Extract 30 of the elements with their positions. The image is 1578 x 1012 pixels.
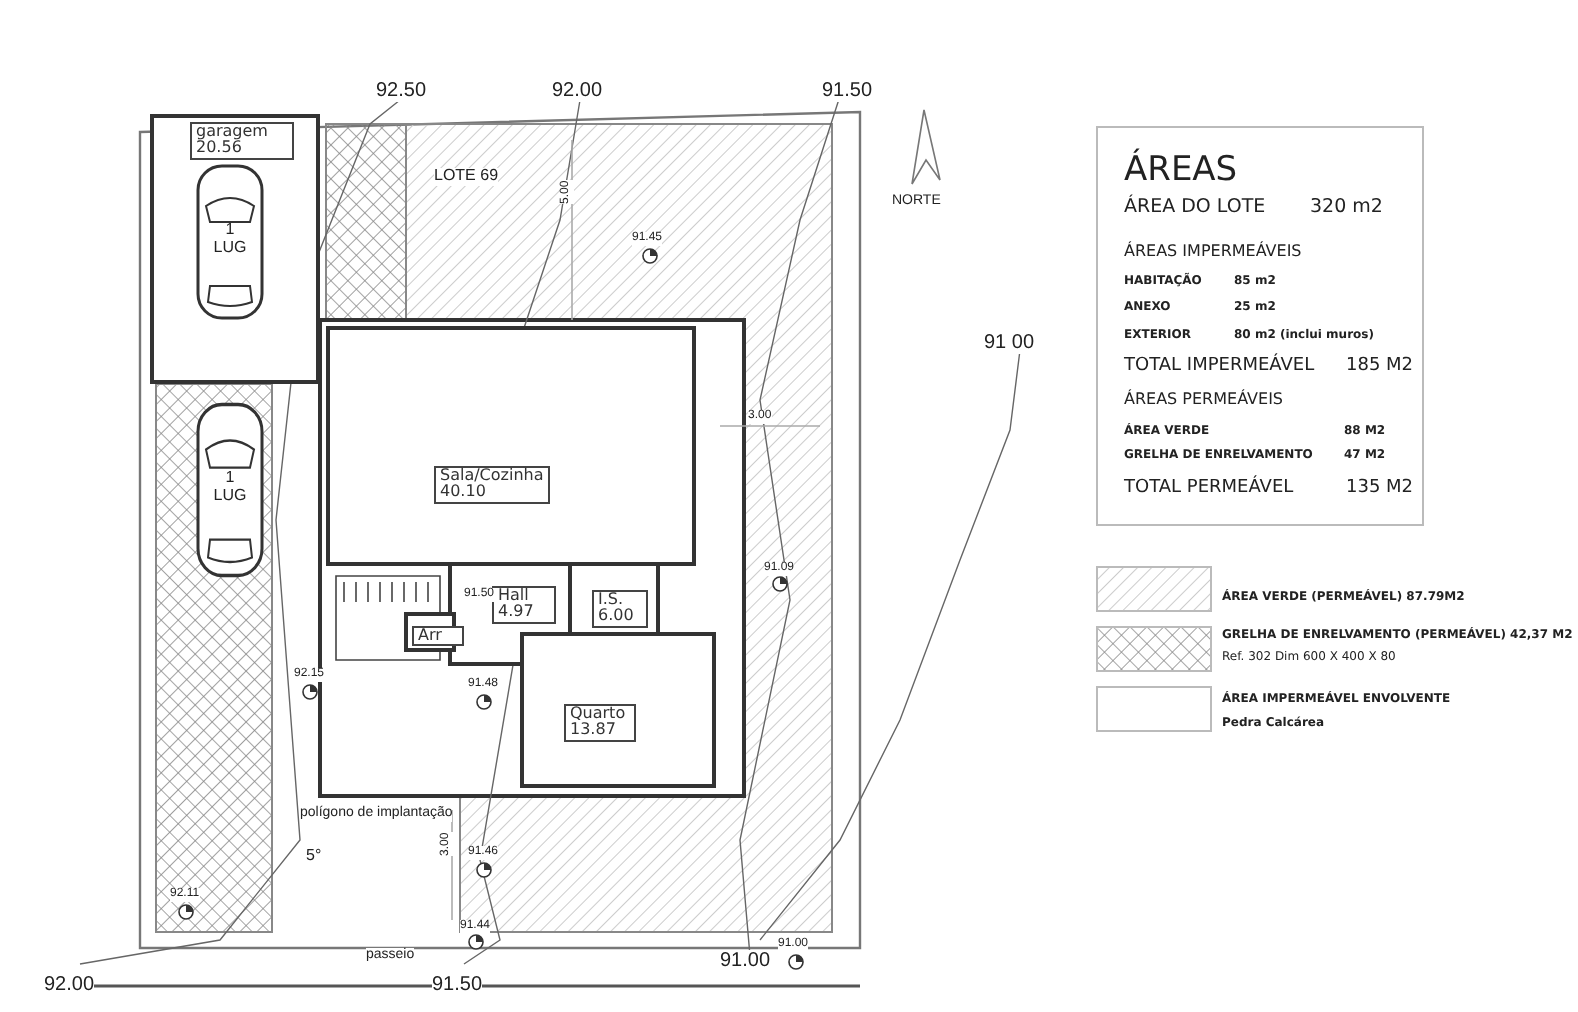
- parking-label: 1 LUG: [212, 222, 248, 258]
- room-label: Sala/Cozinha 40.10: [434, 466, 550, 504]
- table-cell: 135 M2: [1346, 480, 1414, 500]
- room-label: Quarto 13.87: [564, 704, 636, 742]
- room-label: I.S. 6.00: [592, 590, 648, 628]
- table-cell: TOTAL PERMEÁVEL: [1124, 480, 1294, 500]
- car-drawing: [190, 400, 270, 580]
- contour-elevation: 92.50: [376, 80, 427, 102]
- slope-label: 5°: [306, 848, 322, 866]
- room: [520, 632, 716, 788]
- contour-elevation: 92.00: [44, 974, 95, 996]
- table-cell: 185 M2: [1346, 358, 1414, 378]
- lot-number: LOTE 69: [434, 168, 499, 186]
- contour-elevation: 91 00: [984, 332, 1035, 354]
- room-label: Hall 4.97: [492, 586, 556, 624]
- contour-elevation: 91.50: [822, 80, 873, 102]
- table-cell: 320 m2: [1310, 198, 1383, 219]
- garage-room: [150, 114, 320, 384]
- contour-elevation: 91.50: [432, 974, 483, 996]
- contour-elevation: 91.00: [720, 950, 771, 972]
- room: [326, 326, 696, 566]
- table-heading: ÁREAS PERMEÁVEIS: [1124, 392, 1283, 410]
- table-cell: TOTAL IMPERMEÁVEL: [1124, 358, 1315, 378]
- contour-elevation: 92.00: [552, 80, 603, 102]
- table-cell: ÁREA DO LOTE: [1124, 198, 1266, 219]
- room-label: Arr: [412, 626, 464, 647]
- parking-label: 1 LUG: [212, 470, 248, 506]
- table-heading: ÁREAS IMPERMEÁVEIS: [1124, 244, 1302, 262]
- table-title: ÁREAS: [1124, 152, 1238, 190]
- room-label: garagem 20.56: [190, 122, 294, 160]
